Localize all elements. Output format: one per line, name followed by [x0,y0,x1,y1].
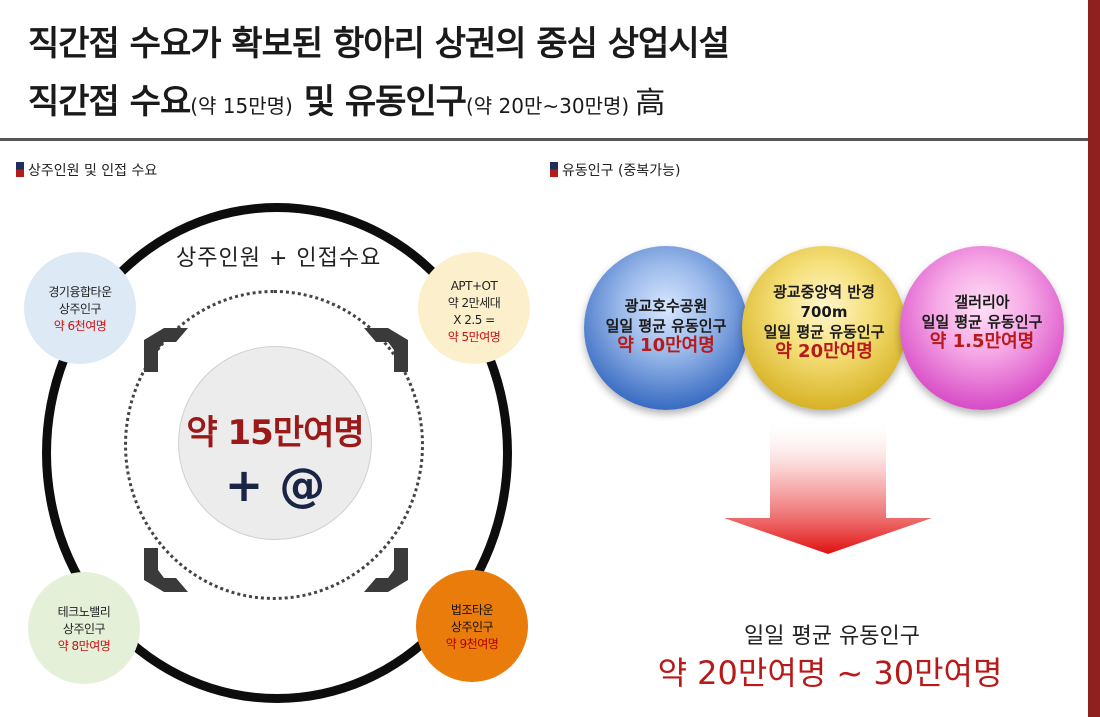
subtitle-part-demand-count: (약 15만명) [190,94,293,118]
bubble-value: 약 5만여명 [447,330,501,344]
center-total-value: 약 15만여명 [186,413,364,453]
subtitle-part-demand: 직간접 수요 [28,82,191,122]
page-subtitle: 직간접 수요(약 15만명) 및 유동인구(약 20만~30만명)高 [28,74,665,123]
section-title-floating: 유동인구 (중복가능) [550,160,680,180]
bubble-name: 경기융합타운 [48,285,112,299]
summary-value: 약 20만여명 ~ 30만여명 [657,654,1003,692]
bubble-value: 약 8만여명 [57,639,111,653]
header-divider [0,138,1088,141]
ball-value: 약 1.5만여명 [929,331,1035,352]
ball-line2: 일일 평균 유동인구 [921,313,1043,331]
outer-ring [42,203,512,703]
down-arrow-icon [724,418,932,554]
chevron-downright-icon [364,548,408,592]
section-marker-icon [16,162,24,177]
bubble-sub: 약 2만세대 [447,296,501,310]
bubble-techno-valley: 테크노밸리 상주인구 약 8만여명 [28,572,140,684]
chevron-downleft-icon [144,548,188,592]
bubble-name: APT+OT [450,279,498,293]
ball-line2: 일일 평균 유동인구 [763,323,885,341]
ball-value: 약 10만여명 [617,335,715,356]
bubble-gyeonggi-fusion-town: 경기융합타운 상주인구 약 6천여명 [24,252,136,364]
bubble-name: 테크노밸리 [57,605,111,619]
ball-galleria: 갤러리아 일일 평균 유동인구 약 1.5만여명 [900,246,1064,410]
subtitle-part-floating-count: (약 20만~30만명) [465,94,630,118]
bubble-value: 약 6천여명 [53,319,107,333]
bubble-name: 법조타운 [450,603,494,617]
subtitle-part-floating: 및 유동인구 [292,82,467,122]
ball-line2: 일일 평균 유동인구 [605,317,727,335]
bubble-sub2: X 2.5 = [453,313,495,327]
center-plus-at: + @ [224,458,326,512]
subtitle-part-high: 高 [635,86,665,121]
bubble-sub: 상주인구 [450,620,494,634]
ball-line1b: 700m [800,303,848,321]
bubble-sub: 상주인구 [58,302,102,316]
summary-label: 일일 평균 유동인구 [744,624,920,649]
chevron-upleft-icon [144,328,188,372]
bubble-sub: 상주인구 [62,622,106,636]
ball-value: 약 20만여명 [775,341,873,362]
center-total-circle: 약 15만여명 + @ [178,346,372,540]
section-title-residents-label: 상주인원 및 인접 수요 [28,163,158,179]
side-accent-bar [1088,0,1100,717]
bubble-apt-ot: APT+OT 약 2만세대 X 2.5 = 약 5만여명 [418,252,530,364]
ball-gwanggyo-central-station: 광교중앙역 반경 700m 일일 평균 유동인구 약 20만여명 [742,246,906,410]
section-marker-icon [550,162,558,177]
ball-line1: 광교중앙역 반경 [773,283,875,301]
page-title: 직간접 수요가 확보된 항아리 상권의 중심 상업시설 [28,24,730,64]
ball-line1: 갤러리아 [954,293,1010,311]
chevron-upright-icon [364,328,408,372]
dotted-ring [124,290,424,600]
ball-line1: 광교호수공원 [624,297,708,315]
ring-label: 상주인원 + 인접수요 [176,246,382,271]
ball-gwanggyo-lake-park: 광교호수공원 일일 평균 유동인구 약 10만여명 [584,246,748,410]
section-title-residents: 상주인원 및 인접 수요 [16,160,157,180]
section-title-floating-label: 유동인구 (중복가능) [562,163,681,179]
bubble-court-town: 법조타운 상주인구 약 9천여명 [416,570,528,682]
bubble-value: 약 9천여명 [445,637,499,651]
